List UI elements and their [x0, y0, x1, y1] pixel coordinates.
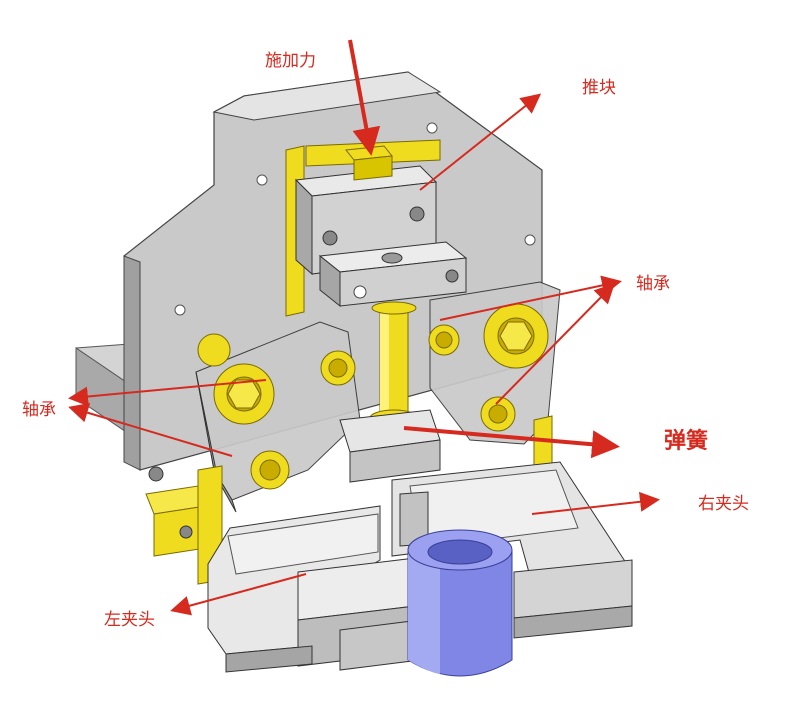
arrow-right-clamp — [531, 491, 660, 515]
bearing-arm-left — [195, 321, 361, 513]
push-block — [294, 145, 468, 308]
right-clamp — [391, 461, 633, 639]
annotation-arrows — [68, 39, 660, 616]
workpiece-cylinder — [407, 529, 513, 677]
label-right-clamp: 右夹头 — [698, 494, 749, 514]
arrow-bearing-right-2 — [495, 283, 615, 405]
label-bearing-right: 轴承 — [636, 274, 670, 294]
label-push-block: 推块 — [582, 78, 616, 98]
bearing-arm-right — [428, 281, 561, 473]
arrow-push-block — [419, 93, 542, 191]
arrow-bearing-left-1 — [68, 379, 267, 407]
center-block — [339, 409, 441, 483]
label-spring: 弹簧 — [664, 429, 709, 454]
arrow-left-clamp — [170, 573, 307, 616]
arrow-bearing-left-2 — [68, 403, 233, 457]
left-clamp — [207, 505, 433, 673]
label-apply-force: 施加力 — [265, 51, 316, 71]
label-bearing-left: 轴承 — [22, 400, 56, 420]
arrow-bearing-right-1 — [439, 275, 622, 321]
arrow-spring — [403, 426, 620, 459]
label-left-clamp: 左夹头 — [104, 610, 155, 630]
arrow-apply-force — [348, 39, 381, 156]
